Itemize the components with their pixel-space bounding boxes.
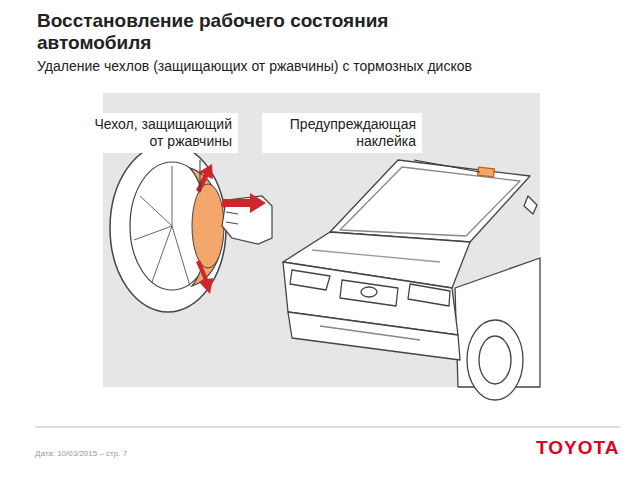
bumper: [288, 312, 460, 360]
leader-line: [200, 160, 201, 192]
tire: [110, 144, 226, 312]
brake-disc-cover: [192, 184, 224, 268]
hood-crease: [312, 250, 440, 262]
slide-title: Восстановление рабочего состояния автомо…: [37, 10, 477, 54]
slide-subtitle: Удаление чехлов (защищающих от ржавчины)…: [37, 58, 472, 75]
rust-cover: [190, 168, 223, 286]
fingers: [226, 212, 238, 224]
windshield-inner: [340, 167, 520, 236]
footer-rule: [35, 427, 620, 428]
leader-line: [414, 160, 480, 172]
callout-label: Предупреждающая наклейка: [262, 113, 422, 153]
arrow-up: [196, 164, 213, 193]
callout-label: Чехол, защищающий от ржавчины: [78, 113, 238, 153]
wheel-drawing: [110, 144, 272, 312]
warning-sticker: [478, 167, 495, 177]
mirror: [524, 196, 537, 214]
footer-note: Дата: 10/03/2015 – стр. 7: [35, 449, 127, 459]
bumper-slot: [320, 326, 420, 340]
red-arrows: [196, 164, 266, 294]
rim-spokes: [134, 166, 190, 286]
grille: [340, 280, 398, 306]
headlight-left: [290, 270, 330, 290]
car-drawing: [283, 160, 540, 400]
front-wheel: [467, 320, 523, 400]
front-wheel-rim: [479, 336, 511, 384]
windshield: [330, 160, 530, 242]
brand-logo: TOYOTA: [536, 437, 619, 459]
arrow-down: [196, 260, 213, 294]
arrow-right: [222, 193, 266, 213]
headlight-right: [408, 284, 450, 306]
emblem: [361, 287, 377, 297]
